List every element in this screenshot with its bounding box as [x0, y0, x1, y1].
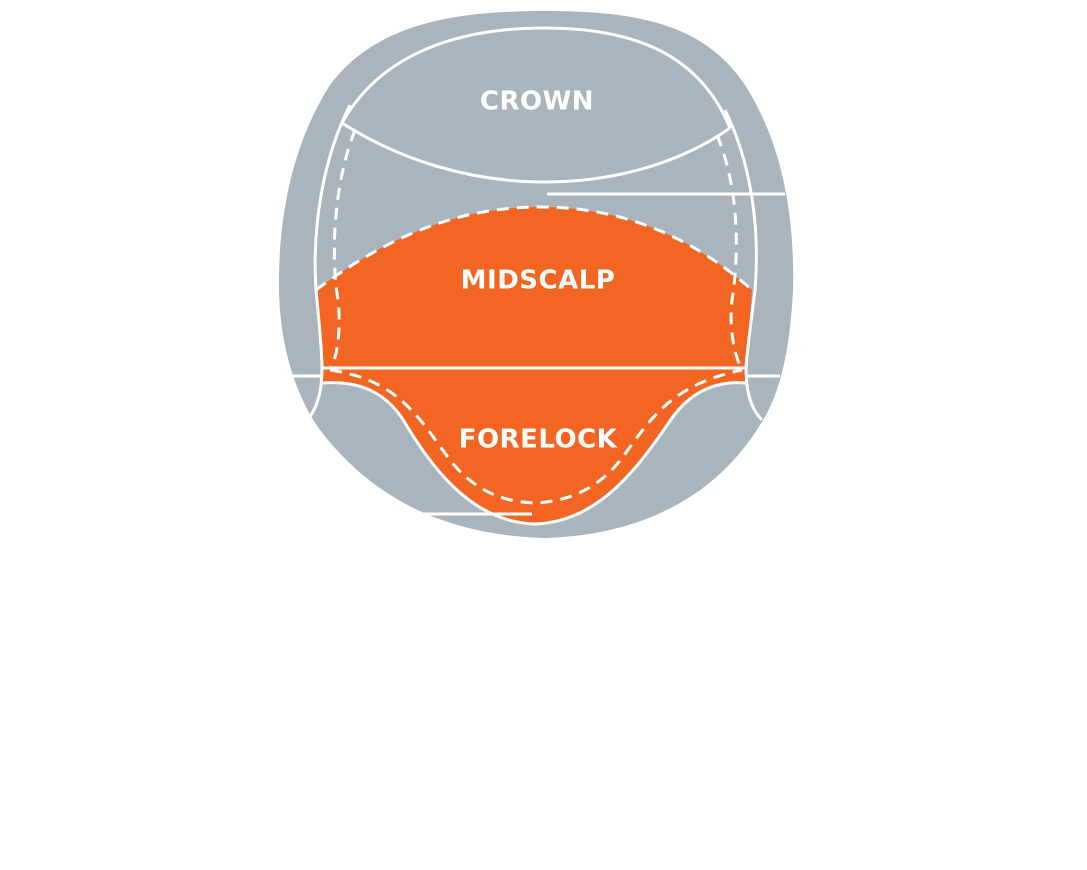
midscalp-region	[316, 207, 752, 368]
dashed-outline-left	[328, 129, 357, 370]
forelock-region	[322, 368, 746, 524]
forelock-label: FORELOCK	[459, 425, 618, 455]
dashed-forelock-bottom	[329, 368, 743, 505]
crown-bottom-boundary	[341, 121, 731, 184]
crown-label: CROWN	[480, 87, 594, 117]
right-side-boundary	[723, 109, 764, 422]
crown-top-boundary	[340, 26, 732, 129]
forelock-boundary	[321, 381, 747, 526]
dashed-midscalp-top	[315, 205, 753, 292]
midscalp-label: MIDSCALP	[461, 266, 616, 296]
dashed-outline-right	[715, 134, 744, 370]
left-side-boundary	[305, 104, 352, 422]
